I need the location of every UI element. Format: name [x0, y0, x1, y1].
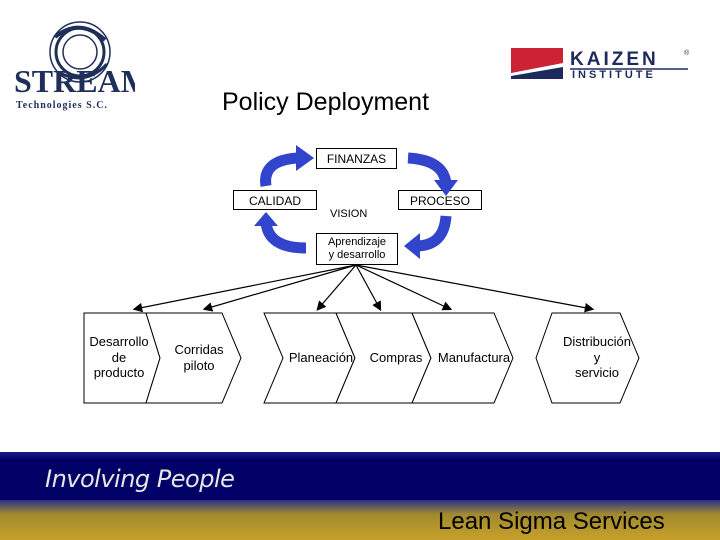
footer-band [0, 452, 720, 540]
calidad-box: CALIDAD [233, 190, 317, 210]
chevron-corridas [145, 312, 242, 404]
chevron-manufactura [411, 312, 514, 404]
kaizen-flag-icon [511, 48, 563, 79]
kaizen-institute-logo: KAIZEN ® INSTITUTE [511, 48, 690, 81]
stream-swirl-icon [49, 21, 111, 83]
chevron-manufactura-label: Manufactura [437, 350, 511, 365]
curved-arrow-bottom-right-icon [404, 215, 452, 259]
footer-brand-text: Lean Sigma Services [438, 508, 665, 535]
fan-out-lines [132, 264, 595, 313]
aprendizaje-line1: Aprendizaje [327, 236, 387, 248]
chevron-corridas-label: Corridas piloto [174, 342, 224, 373]
curved-arrow-bottom-left-icon [254, 212, 307, 254]
slide-title: Policy Deployment [222, 88, 430, 116]
chevron-planeacion-label: Planeación [288, 350, 354, 365]
chevron-desarrollo-label: Desarrollo de producto [89, 334, 149, 381]
proceso-box: PROCESO [398, 190, 482, 210]
stream-wordmark: STREAM [14, 63, 135, 99]
chevron-distribucion [535, 312, 640, 404]
kaizen-trademark: ® [684, 49, 690, 57]
vision-label: VISION [330, 208, 368, 220]
stream-technologies-logo: STREAM Technologies S.C. [14, 21, 135, 111]
stream-subtitle: Technologies S.C. [16, 100, 108, 111]
kaizen-wordmark: KAIZEN [570, 49, 659, 70]
tagline-text: Involving People [45, 465, 235, 493]
finanzas-box: FINANZAS [316, 148, 397, 169]
curved-arrow-top-right-icon [407, 152, 458, 196]
kaizen-subtitle: INSTITUTE [572, 69, 656, 81]
aprendizaje-box: Aprendizaje y desarrollo [316, 233, 398, 265]
curved-arrow-top-left-icon [260, 145, 314, 187]
aprendizaje-line2: y desarrollo [328, 249, 386, 262]
chevron-distribucion-label: Distribución y servicio [563, 334, 631, 381]
chevron-compras-label: Compras [369, 350, 423, 365]
